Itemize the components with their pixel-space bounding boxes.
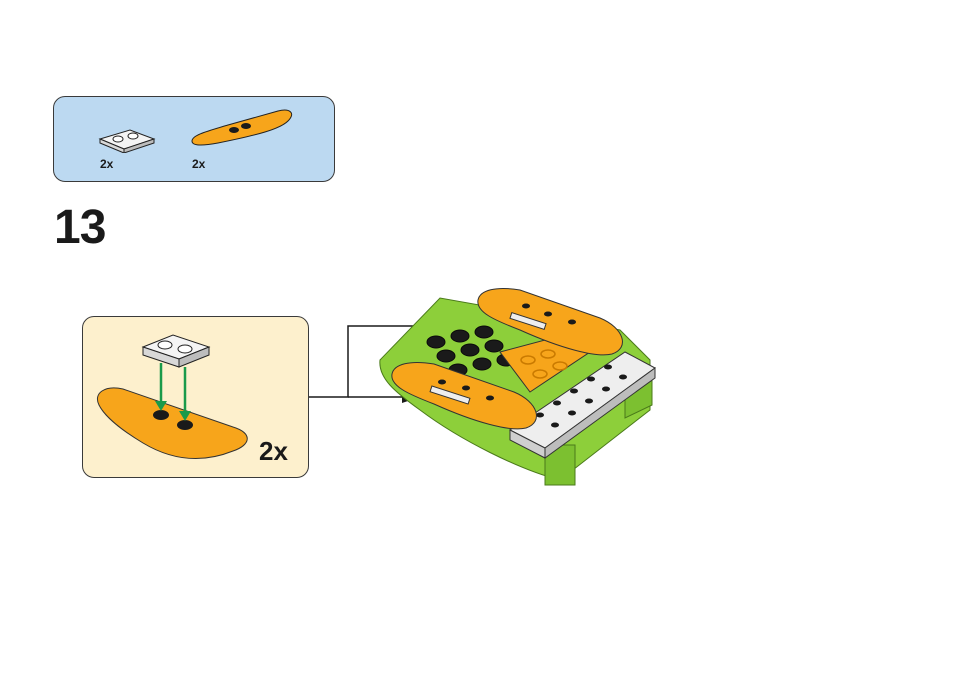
orange-ski-front bbox=[391, 361, 537, 430]
orange-ski-rear bbox=[477, 287, 623, 356]
orange-ski-plate-icon bbox=[191, 109, 293, 146]
step-number: 13 bbox=[54, 201, 106, 254]
part-quantity-orange-ski: 2x bbox=[192, 157, 206, 171]
part-quantity-white-plate: 2x bbox=[100, 157, 114, 171]
sub-assembly-illustration bbox=[97, 334, 248, 460]
parts-list-box: 2x 2x bbox=[53, 96, 335, 182]
white-plate-stack bbox=[509, 351, 656, 459]
white-plate-1x2-icon bbox=[98, 129, 156, 153]
sub-assembly-callout: 2x bbox=[82, 316, 309, 478]
callout-quantity: 2x bbox=[259, 436, 288, 466]
